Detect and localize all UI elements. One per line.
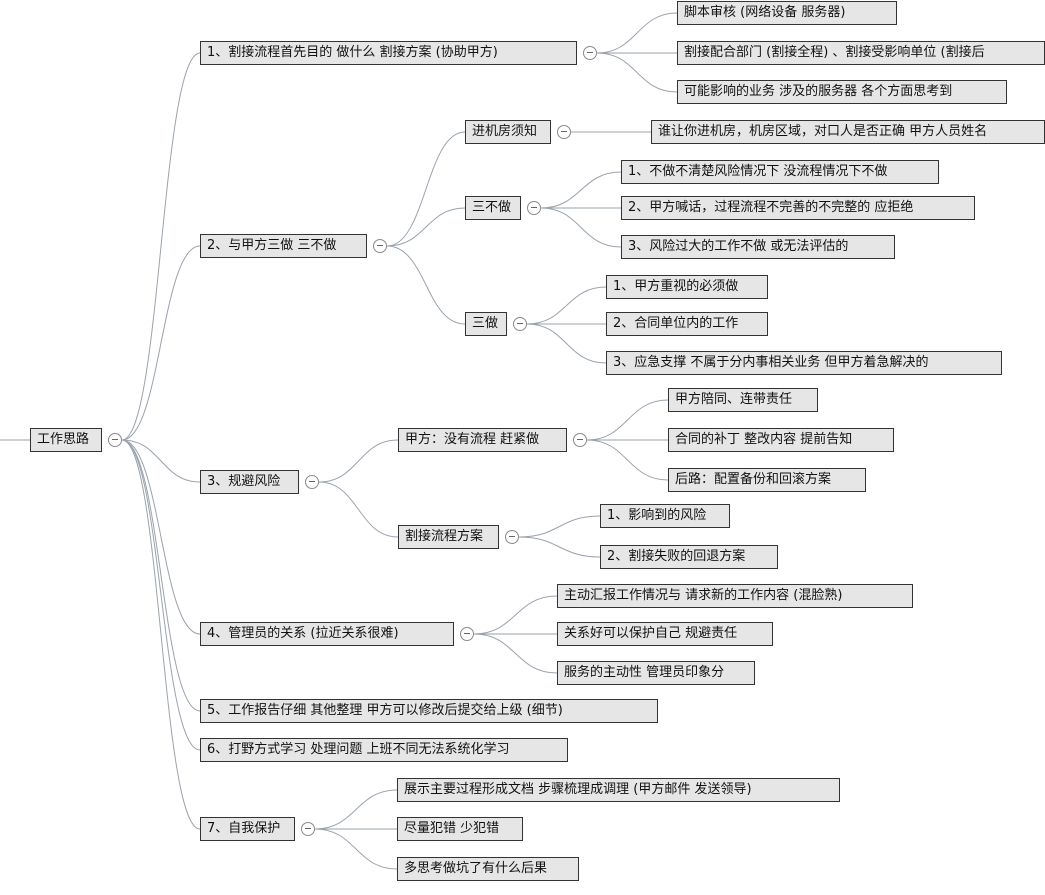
node-脚本审核-网络设备-服务器[interactable]: 脚本审核 (网络设备 服务器) (677, 1, 897, 25)
connector-line (540, 207, 622, 248)
connector-line (386, 131, 466, 247)
connector-line (586, 399, 669, 441)
connector-line (318, 439, 399, 483)
connector-line (518, 536, 601, 558)
node-展示主要过程形成文档-步骤梳理成调理-甲方邮件-[interactable]: 展示主要过程形成文档 步骤梳理成调理 (甲方邮件 发送领导) (397, 778, 840, 802)
node-合同的补丁-整改内容-提前告知[interactable]: 合同的补丁 整改内容 提前告知 (668, 428, 894, 452)
node-割接流程方案[interactable]: 割接流程方案 (398, 525, 499, 549)
connector-line (526, 323, 607, 364)
node-5-工作报告仔细-其他整理-甲方可以修改后提交给[interactable]: 5、工作报告仔细 其他整理 甲方可以修改后提交给上级 (细节) (200, 699, 658, 723)
connector-line (540, 171, 622, 209)
node-1-影响到的风险[interactable]: 1、影响到的风险 (600, 504, 730, 528)
node-2-甲方喊话-过程流程不完善的不完整的-应拒绝[interactable]: 2、甲方喊话，过程流程不完善的不完整的 应拒绝 (621, 196, 975, 220)
connector-line (121, 439, 201, 751)
collapse-toggle-icon[interactable] (460, 627, 474, 641)
connector-line (121, 439, 201, 483)
node-三不做[interactable]: 三不做 (465, 196, 521, 220)
connector-line (526, 286, 607, 325)
node-3-应急支撑-不属于分内事相关业务-但甲方着急解[interactable]: 3、应急支撑 不属于分内事相关业务 但甲方着急解决的 (606, 351, 1002, 375)
node-主动汇报工作情况与-请求新的工作内容-混脸熟[interactable]: 主动汇报工作情况与 请求新的工作内容 (混脸熟) (557, 584, 913, 608)
connector-line (586, 439, 669, 481)
connector-line (386, 207, 466, 247)
node-7-自我保护[interactable]: 7、自我保护 (200, 817, 295, 841)
node-2-割接失败的回退方案[interactable]: 2、割接失败的回退方案 (600, 545, 778, 569)
node-甲方-没有流程-赶紧做[interactable]: 甲方：没有流程 赶紧做 (398, 428, 567, 452)
connector-line (121, 439, 201, 712)
node-多思考做坑了有什么后果[interactable]: 多思考做坑了有什么后果 (397, 857, 579, 881)
collapse-toggle-icon[interactable] (573, 433, 587, 447)
connector-line (473, 633, 558, 674)
node-割接配合部门-割接全程-割接受影响单位-割接后[interactable]: 割接配合部门 (割接全程) 、割接受影响单位 (割接后 (677, 41, 1045, 65)
node-1-割接流程首先目的-做什么-割接方案-协助甲方[interactable]: 1、割接流程首先目的 做什么 割接方案 (协助甲方) (200, 41, 577, 65)
connector-line (473, 595, 558, 635)
connector-line (596, 12, 678, 54)
node-关系好可以保护自己-规避责任[interactable]: 关系好可以保护自己 规避责任 (557, 622, 773, 646)
connector-line (121, 52, 201, 441)
root-node[interactable]: 工作思路 (30, 428, 102, 452)
node-2-与甲方三做-三不做[interactable]: 2、与甲方三做 三不做 (200, 234, 367, 258)
connector-line (121, 439, 201, 830)
connector-line (121, 439, 201, 635)
collapse-toggle-icon[interactable] (505, 530, 519, 544)
connector-line (518, 515, 601, 538)
node-1-不做不清楚风险情况下-没流程情况下不做[interactable]: 1、不做不清楚风险情况下 没流程情况下不做 (621, 160, 939, 184)
collapse-toggle-icon[interactable] (108, 433, 122, 447)
node-1-甲方重视的必须做[interactable]: 1、甲方重视的必须做 (606, 275, 768, 299)
connector-line (318, 481, 399, 538)
collapse-toggle-icon[interactable] (583, 46, 597, 60)
node-4-管理员的关系-拉近关系很难[interactable]: 4、管理员的关系 (拉近关系很难) (200, 622, 454, 646)
node-三做[interactable]: 三做 (465, 312, 507, 336)
connector-line (386, 245, 466, 325)
connector-line (314, 789, 398, 830)
connector-line (314, 828, 398, 870)
collapse-toggle-icon[interactable] (373, 239, 387, 253)
connector-line (596, 52, 678, 93)
node-6-打野方式学习-处理问题-上班不同无法系统化学[interactable]: 6、打野方式学习 处理问题 上班不同无法系统化学习 (200, 738, 568, 762)
node-3-风险过大的工作不做-或无法评估的[interactable]: 3、风险过大的工作不做 或无法评估的 (621, 235, 895, 259)
collapse-toggle-icon[interactable] (527, 201, 541, 215)
node-服务的主动性-管理员印象分[interactable]: 服务的主动性 管理员印象分 (557, 661, 755, 685)
node-甲方陪同-连带责任[interactable]: 甲方陪同、连带责任 (668, 388, 818, 412)
collapse-toggle-icon[interactable] (513, 317, 527, 331)
node-谁让你进机房-机房区域-对口人是否正确-甲方人员[interactable]: 谁让你进机房，机房区域，对口人是否正确 甲方人员姓名 (651, 120, 1045, 144)
node-进机房须知[interactable]: 进机房须知 (465, 120, 551, 144)
collapse-toggle-icon[interactable] (301, 822, 315, 836)
node-3-规避风险[interactable]: 3、规避风险 (200, 470, 299, 494)
node-2-合同单位内的工作[interactable]: 2、合同单位内的工作 (606, 312, 768, 336)
collapse-toggle-icon[interactable] (305, 475, 319, 489)
node-可能影响的业务-涉及的服务器-各个方面思考到[interactable]: 可能影响的业务 涉及的服务器 各个方面思考到 (677, 80, 1007, 104)
collapse-toggle-icon[interactable] (557, 125, 571, 139)
node-后路-配置备份和回滚方案[interactable]: 后路：配置备份和回滚方案 (668, 468, 866, 492)
connector-line (121, 245, 201, 441)
node-尽量犯错-少犯错[interactable]: 尽量犯错 少犯错 (397, 817, 523, 841)
